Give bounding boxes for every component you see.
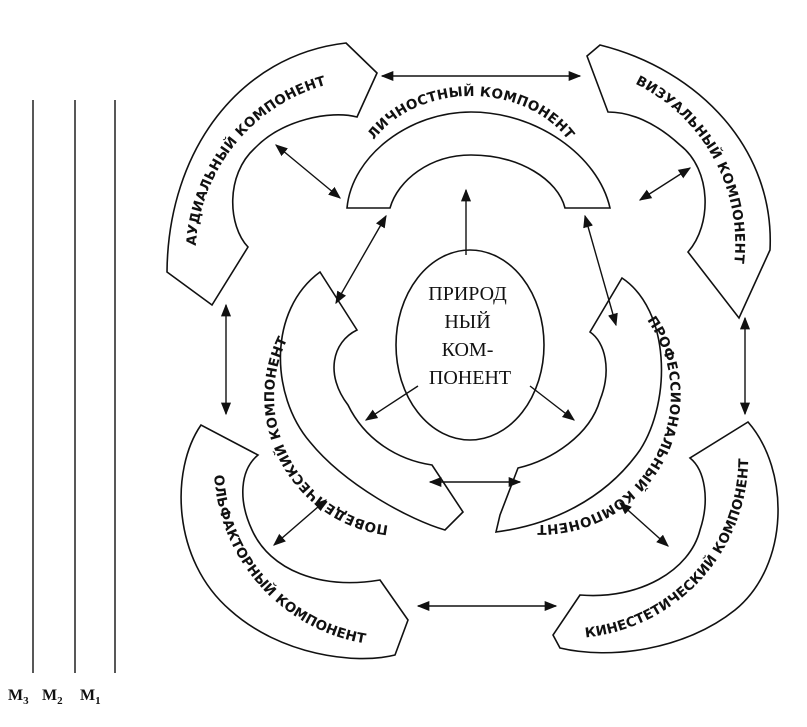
arrow-personal-behavioral — [335, 214, 387, 305]
arrow-audial-personal — [275, 144, 341, 199]
kinesthetic-component-shape — [552, 420, 779, 654]
natural-component-circle — [395, 249, 545, 441]
legend-label-m2: M2 — [42, 687, 63, 707]
legend-label-m1: M1 — [80, 687, 101, 707]
arrow-olfactory-behavioral — [273, 499, 327, 546]
arrow-professional-kinesthetic — [619, 502, 669, 547]
visual-component-shape — [586, 44, 771, 320]
natural-component-label: ПРИРОД НЫЙ КОМ- ПОНЕНТ — [428, 283, 511, 389]
arrow-center-behavioral — [364, 385, 419, 421]
audial-component-shape — [166, 42, 378, 307]
arrow-center-professional — [529, 385, 575, 421]
legend-label-m3: M3 — [8, 687, 29, 707]
personal-component-shape — [346, 111, 612, 209]
arrow-personal-professional — [583, 214, 618, 327]
behavioral-component-shape — [279, 270, 465, 531]
professional-component-shape — [494, 276, 663, 533]
olfactory-component-shape — [180, 423, 409, 660]
arrow-visual-personal — [638, 167, 692, 201]
